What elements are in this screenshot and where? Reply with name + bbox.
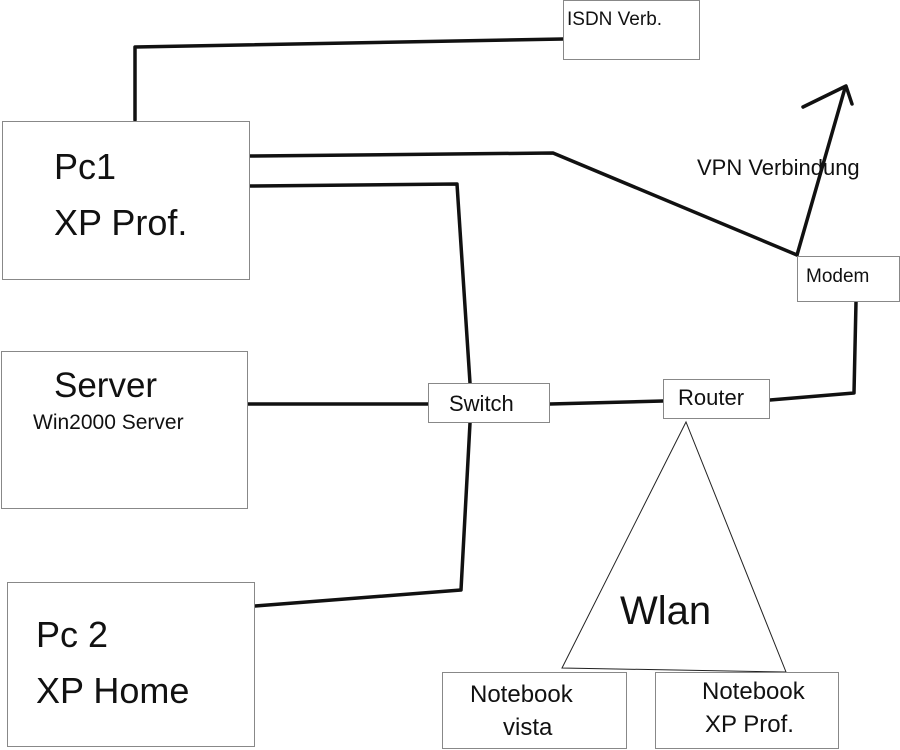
pc1-box	[2, 121, 250, 280]
pc1-vpn-connection	[248, 151, 799, 257]
isdn-box	[563, 0, 700, 60]
vpn-arrow-head	[801, 84, 854, 109]
switch-router-connection	[548, 399, 665, 406]
pc1-switch-connection	[248, 182, 472, 385]
notebook-xp-line2: XP Prof.	[705, 711, 794, 738]
wlan-label: Wlan	[620, 589, 712, 633]
notebook-vista-line1: Notebook	[470, 681, 573, 708]
server-name: Server	[54, 366, 158, 405]
pc1-os: XP Prof.	[54, 202, 188, 243]
pc2-os: XP Home	[36, 670, 190, 711]
pc1-name: Pc1	[54, 146, 117, 187]
modem-label: Modem	[806, 266, 870, 287]
vpn-arrow-shaft	[795, 86, 847, 257]
modem-box	[797, 256, 900, 302]
server-box	[1, 351, 248, 509]
isdn-label: ISDN Verb.	[567, 9, 663, 30]
isdn-connection	[133, 37, 565, 122]
router-modem-connection	[768, 300, 858, 402]
notebook-vista-line2: vista	[503, 714, 553, 741]
wlan-triangle	[561, 420, 787, 673]
router-box	[663, 379, 770, 419]
router-label: Router	[678, 385, 745, 410]
server-os: Win2000 Server	[33, 411, 184, 434]
pc2-box	[7, 582, 255, 747]
switch-box	[428, 383, 550, 423]
notebook-xp-line1: Notebook	[702, 678, 805, 705]
notebook-xp-box	[655, 672, 839, 749]
vpn-label: VPN Verbindung	[697, 155, 860, 180]
pc2-name: Pc 2	[36, 614, 109, 655]
switch-pc2-connection	[253, 421, 472, 608]
notebook-vista-box	[442, 672, 627, 749]
switch-label: Switch	[449, 391, 514, 416]
